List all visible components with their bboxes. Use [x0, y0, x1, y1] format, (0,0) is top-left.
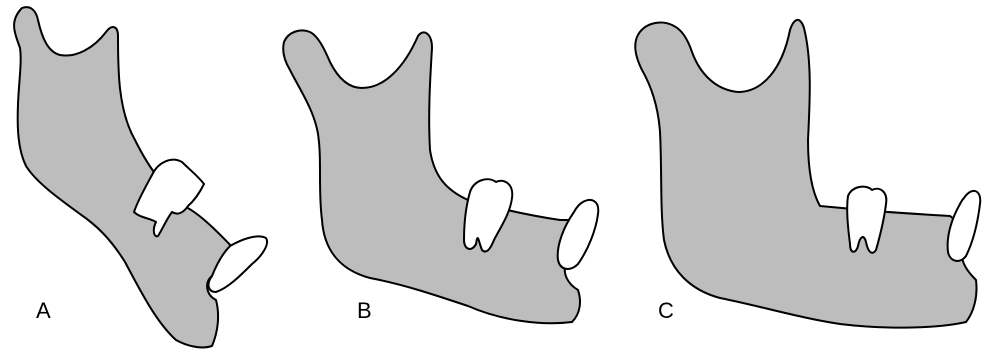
- tooth-c: [948, 191, 981, 261]
- panel-label-c: C: [658, 298, 674, 323]
- mandible-a-bone: [14, 7, 235, 347]
- mandible-c-bone: [635, 20, 976, 328]
- panel-b: B: [283, 30, 598, 323]
- panel-c: C: [635, 20, 980, 328]
- panel-label-a: A: [36, 298, 51, 323]
- tooth-b: [558, 200, 599, 269]
- panel-label-b: B: [357, 298, 372, 323]
- panel-a: A: [14, 7, 267, 347]
- mandible-b-bone: [283, 30, 580, 323]
